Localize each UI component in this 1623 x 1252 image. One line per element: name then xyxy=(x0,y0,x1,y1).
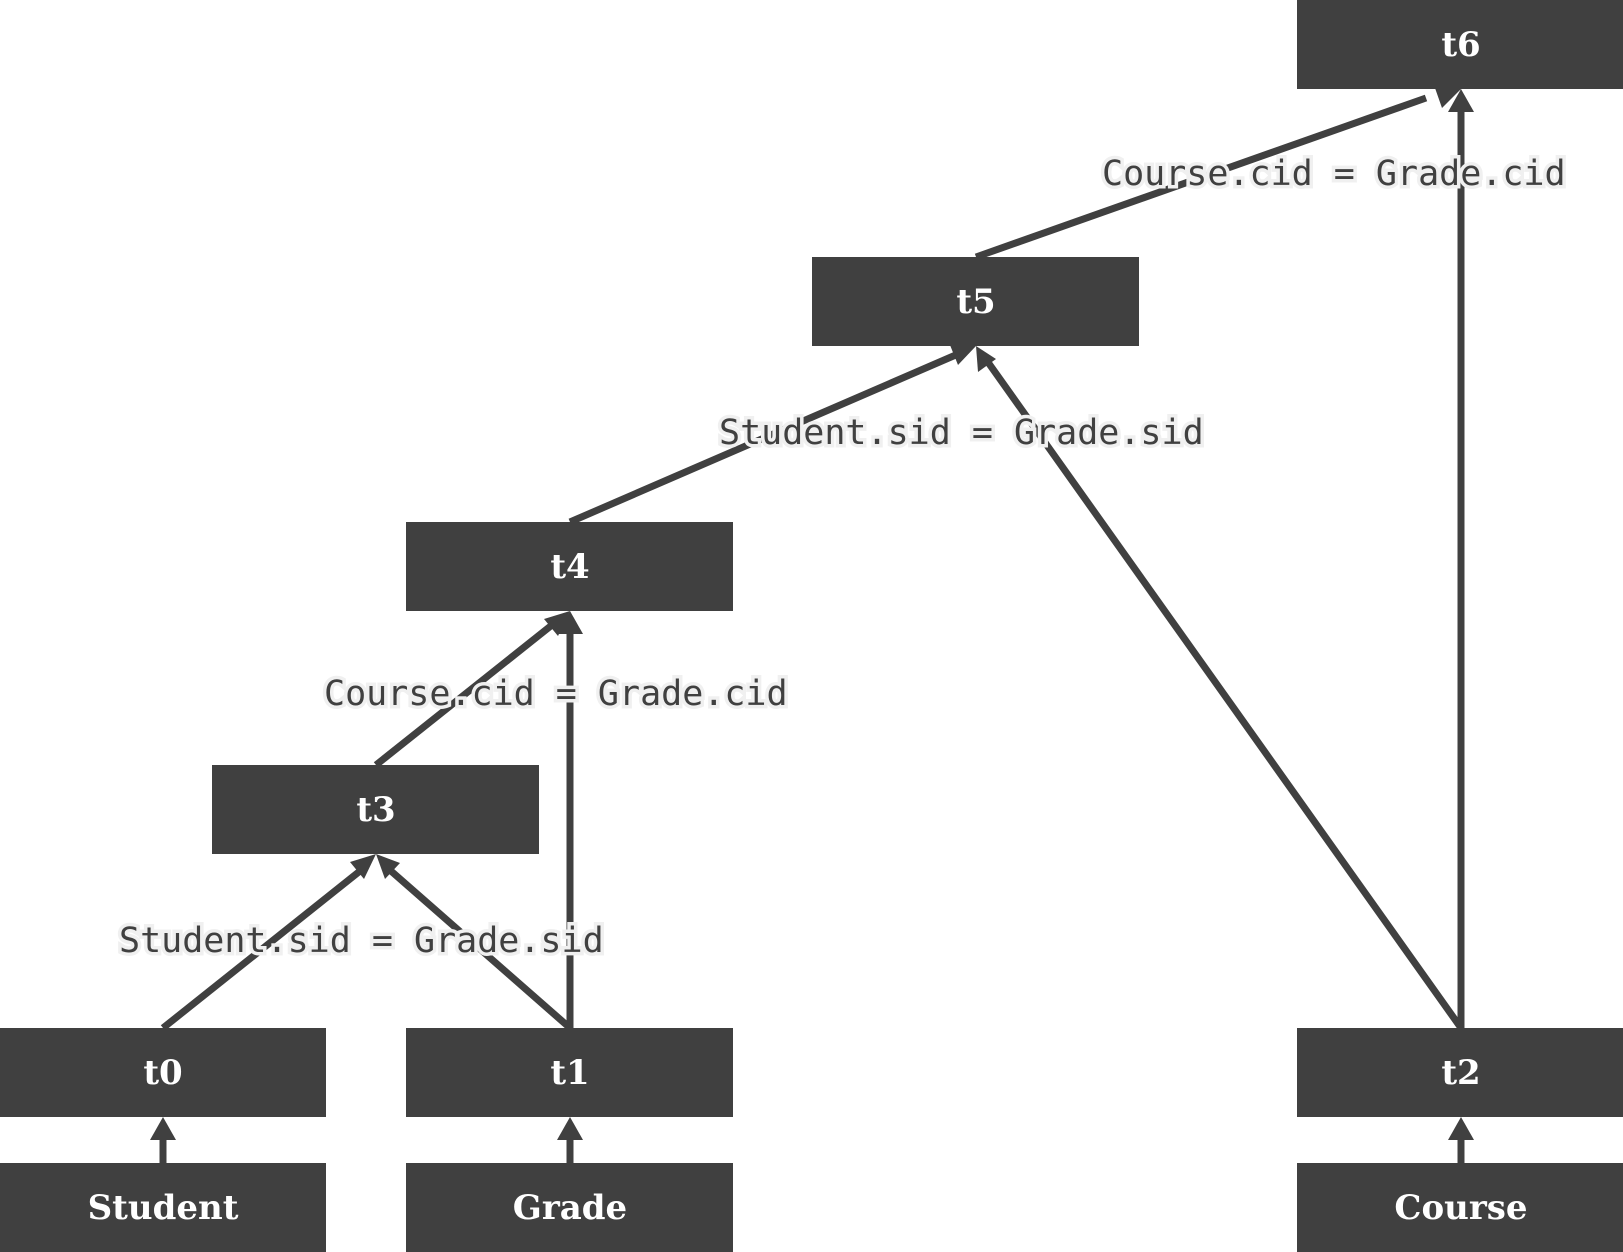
node-t1-label: t1 xyxy=(550,1053,589,1093)
t4-condition-halo: Course.cid = Grade.cid xyxy=(324,674,788,714)
node-grade-box xyxy=(406,1163,733,1252)
t3-condition-label: Student.sid = Grade.sid xyxy=(119,921,604,961)
edge-t0-t3 xyxy=(160,868,363,1031)
t6-condition-label: Course.cid = Grade.cid xyxy=(1102,154,1566,194)
t4-condition-label: Course.cid = Grade.cid xyxy=(324,674,788,714)
arrow-head-t1 xyxy=(557,1117,583,1140)
node-grade-label: Grade xyxy=(513,1188,627,1228)
edge-labels: Student.sid = Grade.sid Student.sid = Gr… xyxy=(116,151,1570,965)
t6-condition-halo: Course.cid = Grade.cid xyxy=(1102,154,1566,194)
node-course: Course xyxy=(1297,1163,1623,1252)
edges xyxy=(159,94,1465,1163)
node-t6-label: t6 xyxy=(1441,25,1480,65)
arrow-heads xyxy=(150,88,1474,1140)
node-t3-label: t3 xyxy=(356,790,395,830)
edge-t1-t3 xyxy=(388,868,573,1031)
node-t1-box xyxy=(406,1028,733,1117)
node-course-box xyxy=(1297,1163,1623,1252)
node-grade: Grade xyxy=(406,1163,733,1252)
arrow-head-t4-right xyxy=(557,611,583,634)
node-t3-box xyxy=(212,765,539,854)
node-t5-label: t5 xyxy=(956,282,995,322)
node-t4-box xyxy=(406,522,733,611)
edge-t3-t4 xyxy=(373,618,560,768)
edge-t5-t6 xyxy=(974,94,1428,261)
node-student-box xyxy=(0,1163,326,1252)
node-t2-label: t2 xyxy=(1441,1053,1480,1093)
node-t6-box xyxy=(1297,0,1623,89)
node-t0: t0 xyxy=(0,1028,326,1117)
node-t5-box xyxy=(812,257,1139,346)
node-t2-box xyxy=(1297,1028,1623,1117)
edge-t2-t5 xyxy=(982,355,1464,1031)
node-t2: t2 xyxy=(1297,1028,1623,1117)
node-t4: t4 xyxy=(406,522,733,611)
arrow-head-t3-right xyxy=(376,854,400,879)
arrow-head-t6-right xyxy=(1448,89,1474,112)
node-t5: t5 xyxy=(812,257,1139,346)
node-student-label: Student xyxy=(88,1188,239,1228)
arrow-head-t3-left xyxy=(350,854,376,879)
node-t0-label: t0 xyxy=(143,1053,182,1093)
node-t6: t6 xyxy=(1297,0,1623,89)
node-t1: t1 xyxy=(406,1028,733,1117)
node-t3: t3 xyxy=(212,765,539,854)
arrow-head-t4-left xyxy=(544,611,570,636)
node-student: Student xyxy=(0,1163,326,1252)
node-t0-box xyxy=(0,1028,326,1117)
t3-condition-halo: Student.sid = Grade.sid xyxy=(119,921,604,961)
arrow-head-t5-right xyxy=(976,346,996,372)
node-t4-label: t4 xyxy=(550,547,589,587)
arrow-head-t0 xyxy=(150,1117,176,1140)
t5-condition-label: Student.sid = Grade.sid xyxy=(719,413,1204,453)
edge-t4-t5 xyxy=(568,350,960,526)
arrow-head-t6-left xyxy=(1435,88,1461,108)
arrow-head-t2 xyxy=(1448,1117,1474,1140)
node-course-label: Course xyxy=(1394,1188,1527,1228)
arrow-head-t5-left xyxy=(950,345,976,365)
t5-condition-halo: Student.sid = Grade.sid xyxy=(719,413,1204,453)
